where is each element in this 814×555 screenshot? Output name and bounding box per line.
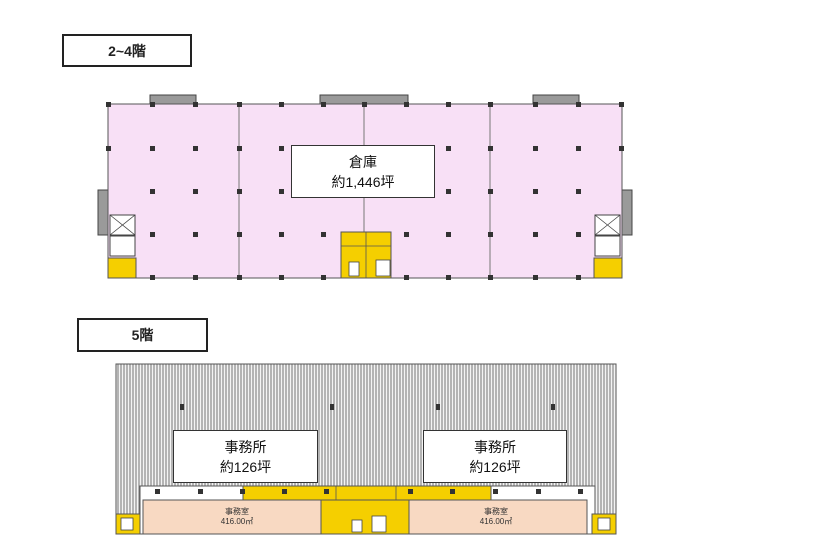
office-area-left: 約126坪 <box>219 458 272 475</box>
office-label-left: 事務所 約126坪 <box>173 430 318 483</box>
room-label-left: 事務室 416.00㎡ <box>212 507 262 527</box>
warehouse-area: 約1,446坪 <box>331 173 395 190</box>
room-size-right: 416.00㎡ <box>479 517 513 526</box>
room-label-right: 事務室 416.00㎡ <box>471 507 521 527</box>
office-area-right: 約126坪 <box>469 458 521 475</box>
floor-tag-2-4: 2~4階 <box>62 34 192 67</box>
room-name-left: 事務室 <box>225 507 249 516</box>
office-label-right: 事務所 約126坪 <box>423 430 567 483</box>
warehouse-name: 倉庫 <box>349 153 377 170</box>
office-name-left: 事務所 <box>224 438 267 455</box>
room-size-left: 416.00㎡ <box>220 517 254 526</box>
warehouse-label: 倉庫 約1,446坪 <box>291 145 435 198</box>
office-name-right: 事務所 <box>474 438 516 455</box>
room-name-right: 事務室 <box>484 507 508 516</box>
floor-tag-5: 5階 <box>77 318 208 352</box>
